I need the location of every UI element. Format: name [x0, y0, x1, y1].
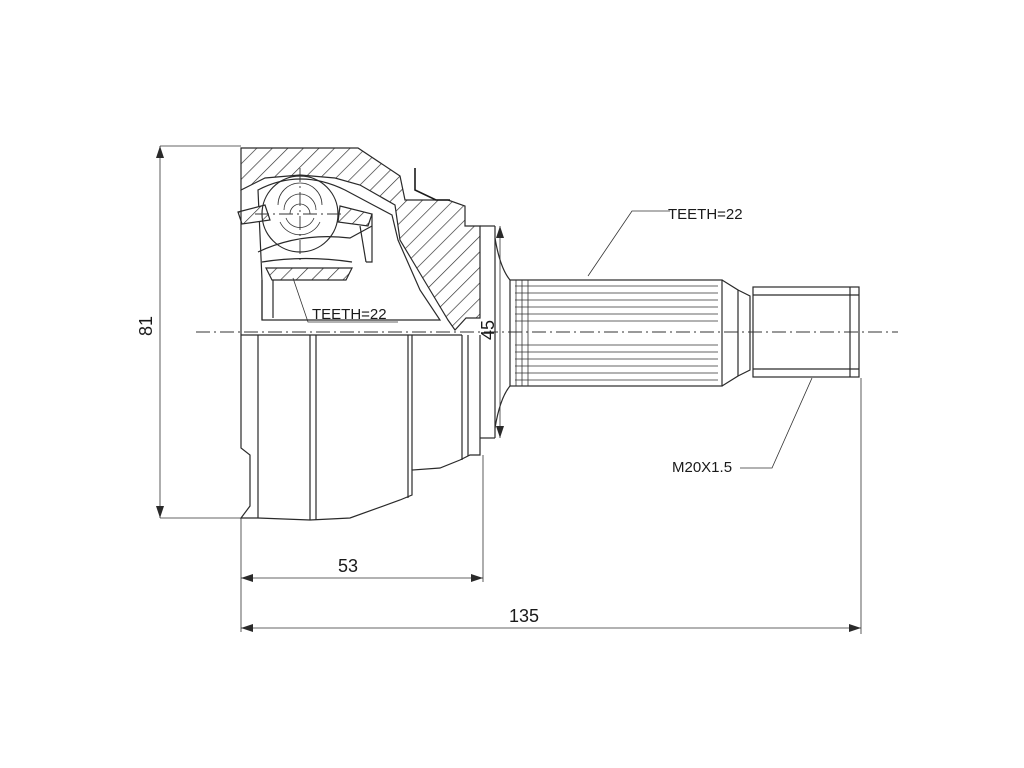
housing-outline-lower — [239, 330, 481, 521]
inner-race-lines — [240, 190, 274, 330]
splined-shaft — [509, 279, 751, 387]
dimension-53-label: 53 — [338, 556, 358, 576]
callout-outer-teeth: TEETH=22 — [587, 206, 743, 277]
housing-section-hatched — [240, 147, 481, 331]
dimension-135: 135 — [241, 378, 862, 634]
dimension-45: 45 — [478, 226, 504, 438]
dimension-53: 53 — [240, 455, 484, 632]
callout-inner-teeth-label: TEETH=22 — [312, 306, 387, 323]
dimension-81-label: 81 — [136, 316, 156, 336]
dimension-135-label: 135 — [509, 606, 539, 626]
housing-step-mark — [414, 168, 450, 201]
callout-thread: M20X1.5 — [672, 377, 813, 476]
dimension-45-label: 45 — [478, 320, 498, 340]
callout-outer-teeth-label: TEETH=22 — [668, 206, 743, 223]
callout-inner-teeth: TEETH=22 — [292, 277, 398, 323]
ball-and-cage — [237, 168, 373, 281]
dimension-81: 81 — [136, 145, 241, 519]
callout-thread-label: M20X1.5 — [672, 459, 732, 476]
